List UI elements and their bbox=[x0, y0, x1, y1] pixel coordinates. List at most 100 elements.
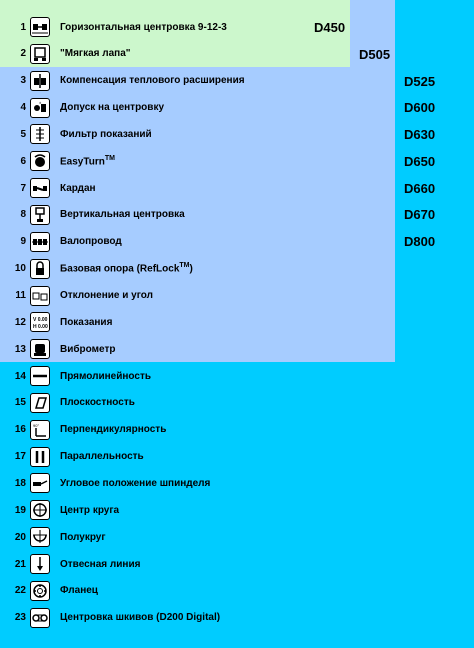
item-number: 5 bbox=[20, 128, 26, 140]
item-number: 2 bbox=[20, 48, 26, 60]
item-label-text: Вертикальная центровка bbox=[60, 209, 185, 221]
list-item: 5 Фильтр показаний bbox=[0, 121, 340, 147]
item-label: Параллельность bbox=[60, 451, 144, 462]
list-item: 17 Параллельность bbox=[0, 444, 340, 470]
item-label: Компенсация теплового расширения bbox=[60, 75, 245, 86]
circle-center-icon bbox=[30, 500, 50, 521]
item-label-text: Показания bbox=[60, 316, 113, 328]
item-label: EasyTurnTM bbox=[60, 155, 115, 167]
list-item: 2 "Мягкая лапа" bbox=[0, 41, 340, 67]
item-label: Центр круга bbox=[60, 505, 119, 516]
model-d600: D600 bbox=[404, 100, 436, 115]
filter-icon bbox=[30, 124, 50, 145]
item-label-text: Центровка шкивов (D200 Digital) bbox=[60, 612, 221, 624]
flatness-icon bbox=[30, 392, 50, 413]
model-d630: D630 bbox=[404, 127, 436, 142]
list-item: 15 Плоскостность bbox=[0, 390, 340, 416]
list-item: 10 Базовая опора (RefLockTM) bbox=[0, 256, 340, 282]
item-number: 14 bbox=[14, 370, 26, 382]
model-d800: D800 bbox=[404, 234, 436, 249]
item-label-text: Допуск на центровку bbox=[60, 102, 165, 114]
vertical-alignment-icon bbox=[30, 204, 50, 225]
machine-train-icon bbox=[30, 231, 50, 252]
item-label-text: Полукруг bbox=[60, 531, 106, 543]
item-label: Вертикальная центровка bbox=[60, 209, 185, 220]
cardan-icon bbox=[30, 178, 50, 199]
item-number: 18 bbox=[14, 477, 26, 489]
item-label: Фильтр показаний bbox=[60, 129, 152, 140]
item-label: Базовая опора (RefLockTM) bbox=[60, 262, 193, 274]
item-number: 9 bbox=[20, 236, 26, 248]
item-number: 15 bbox=[14, 397, 26, 409]
item-number: 13 bbox=[14, 343, 26, 355]
svg-text:±: ± bbox=[39, 100, 42, 105]
squareness-icon: 90° bbox=[30, 419, 50, 440]
item-number: 22 bbox=[14, 585, 26, 597]
item-label-text: Параллельность bbox=[60, 451, 144, 463]
item-label: Горизонтальная центровка 9-12-3 bbox=[60, 22, 227, 33]
zone-d505-upper bbox=[350, 67, 395, 148]
item-label-text: Плоскостность bbox=[60, 397, 135, 409]
model-d670: D670 bbox=[404, 207, 436, 222]
item-label: Фланец bbox=[60, 585, 98, 596]
item-label-tail: ) bbox=[189, 263, 193, 275]
spindle-icon bbox=[30, 473, 50, 494]
list-item: 20 Полукруг bbox=[0, 524, 340, 550]
item-number: 20 bbox=[14, 531, 26, 543]
item-number: 4 bbox=[20, 102, 26, 114]
pulley-icon bbox=[30, 607, 50, 628]
horizontal-alignment-icon bbox=[30, 17, 50, 37]
item-number: 10 bbox=[14, 263, 26, 275]
svg-text:90°: 90° bbox=[33, 423, 39, 428]
list-item: 16 90° Перпендикулярность bbox=[0, 417, 340, 443]
item-label-text: Базовая опора (RefLock bbox=[60, 263, 180, 275]
item-label-text: Фланец bbox=[60, 585, 98, 597]
item-label: Полукруг bbox=[60, 532, 106, 543]
list-item: 21 Отвесная линия bbox=[0, 551, 340, 577]
item-label-text: Фильтр показаний bbox=[60, 128, 152, 140]
easyturn-icon bbox=[30, 151, 50, 172]
list-item: 22 Фланец bbox=[0, 578, 340, 604]
item-label-text: Отклонение и угол bbox=[60, 290, 153, 301]
item-label: Отвесная линия bbox=[60, 559, 140, 570]
model-d660: D660 bbox=[404, 181, 436, 196]
item-label-text: Отвесная линия bbox=[60, 558, 141, 570]
item-number: 11 bbox=[15, 290, 26, 301]
item-label-text: Центр круга bbox=[60, 504, 120, 516]
flange-icon bbox=[30, 580, 50, 601]
item-number: 7 bbox=[20, 182, 26, 194]
item-label-text: Кардан bbox=[60, 182, 96, 194]
zone-d505 bbox=[350, 0, 395, 67]
item-number: 12 bbox=[14, 316, 26, 328]
list-item: 13 Виброметр bbox=[0, 336, 340, 362]
item-label: Угловое положение шпинделя bbox=[60, 478, 210, 489]
list-item: 4 ± Допуск на центровку bbox=[0, 95, 340, 121]
item-label: Виброметр bbox=[60, 344, 115, 355]
offset-angle-icon bbox=[30, 285, 50, 306]
trademark-mark: TM bbox=[104, 155, 115, 163]
list-item: 18 Угловое положение шпинделя bbox=[0, 470, 340, 496]
trademark-mark: TM bbox=[179, 262, 190, 270]
item-label-text: "Мягкая лапа" bbox=[60, 48, 131, 60]
item-label: Допуск на центровку bbox=[60, 102, 164, 113]
item-label-text: Прямолинейность bbox=[60, 370, 151, 382]
thermal-growth-icon bbox=[30, 70, 50, 91]
list-item: 14 Прямолинейность bbox=[0, 363, 340, 389]
item-label: Плоскостность bbox=[60, 397, 135, 408]
svg-text:H 0.00: H 0.00 bbox=[33, 324, 48, 330]
item-number: 21 bbox=[14, 558, 26, 570]
item-label: Прямолинейность bbox=[60, 371, 151, 382]
item-label: Перпендикулярность bbox=[60, 424, 166, 435]
item-label-text: Перпендикулярность bbox=[60, 424, 167, 436]
item-label: "Мягкая лапа" bbox=[60, 48, 131, 59]
item-number: 17 bbox=[14, 451, 26, 463]
item-number: 16 bbox=[14, 424, 26, 436]
